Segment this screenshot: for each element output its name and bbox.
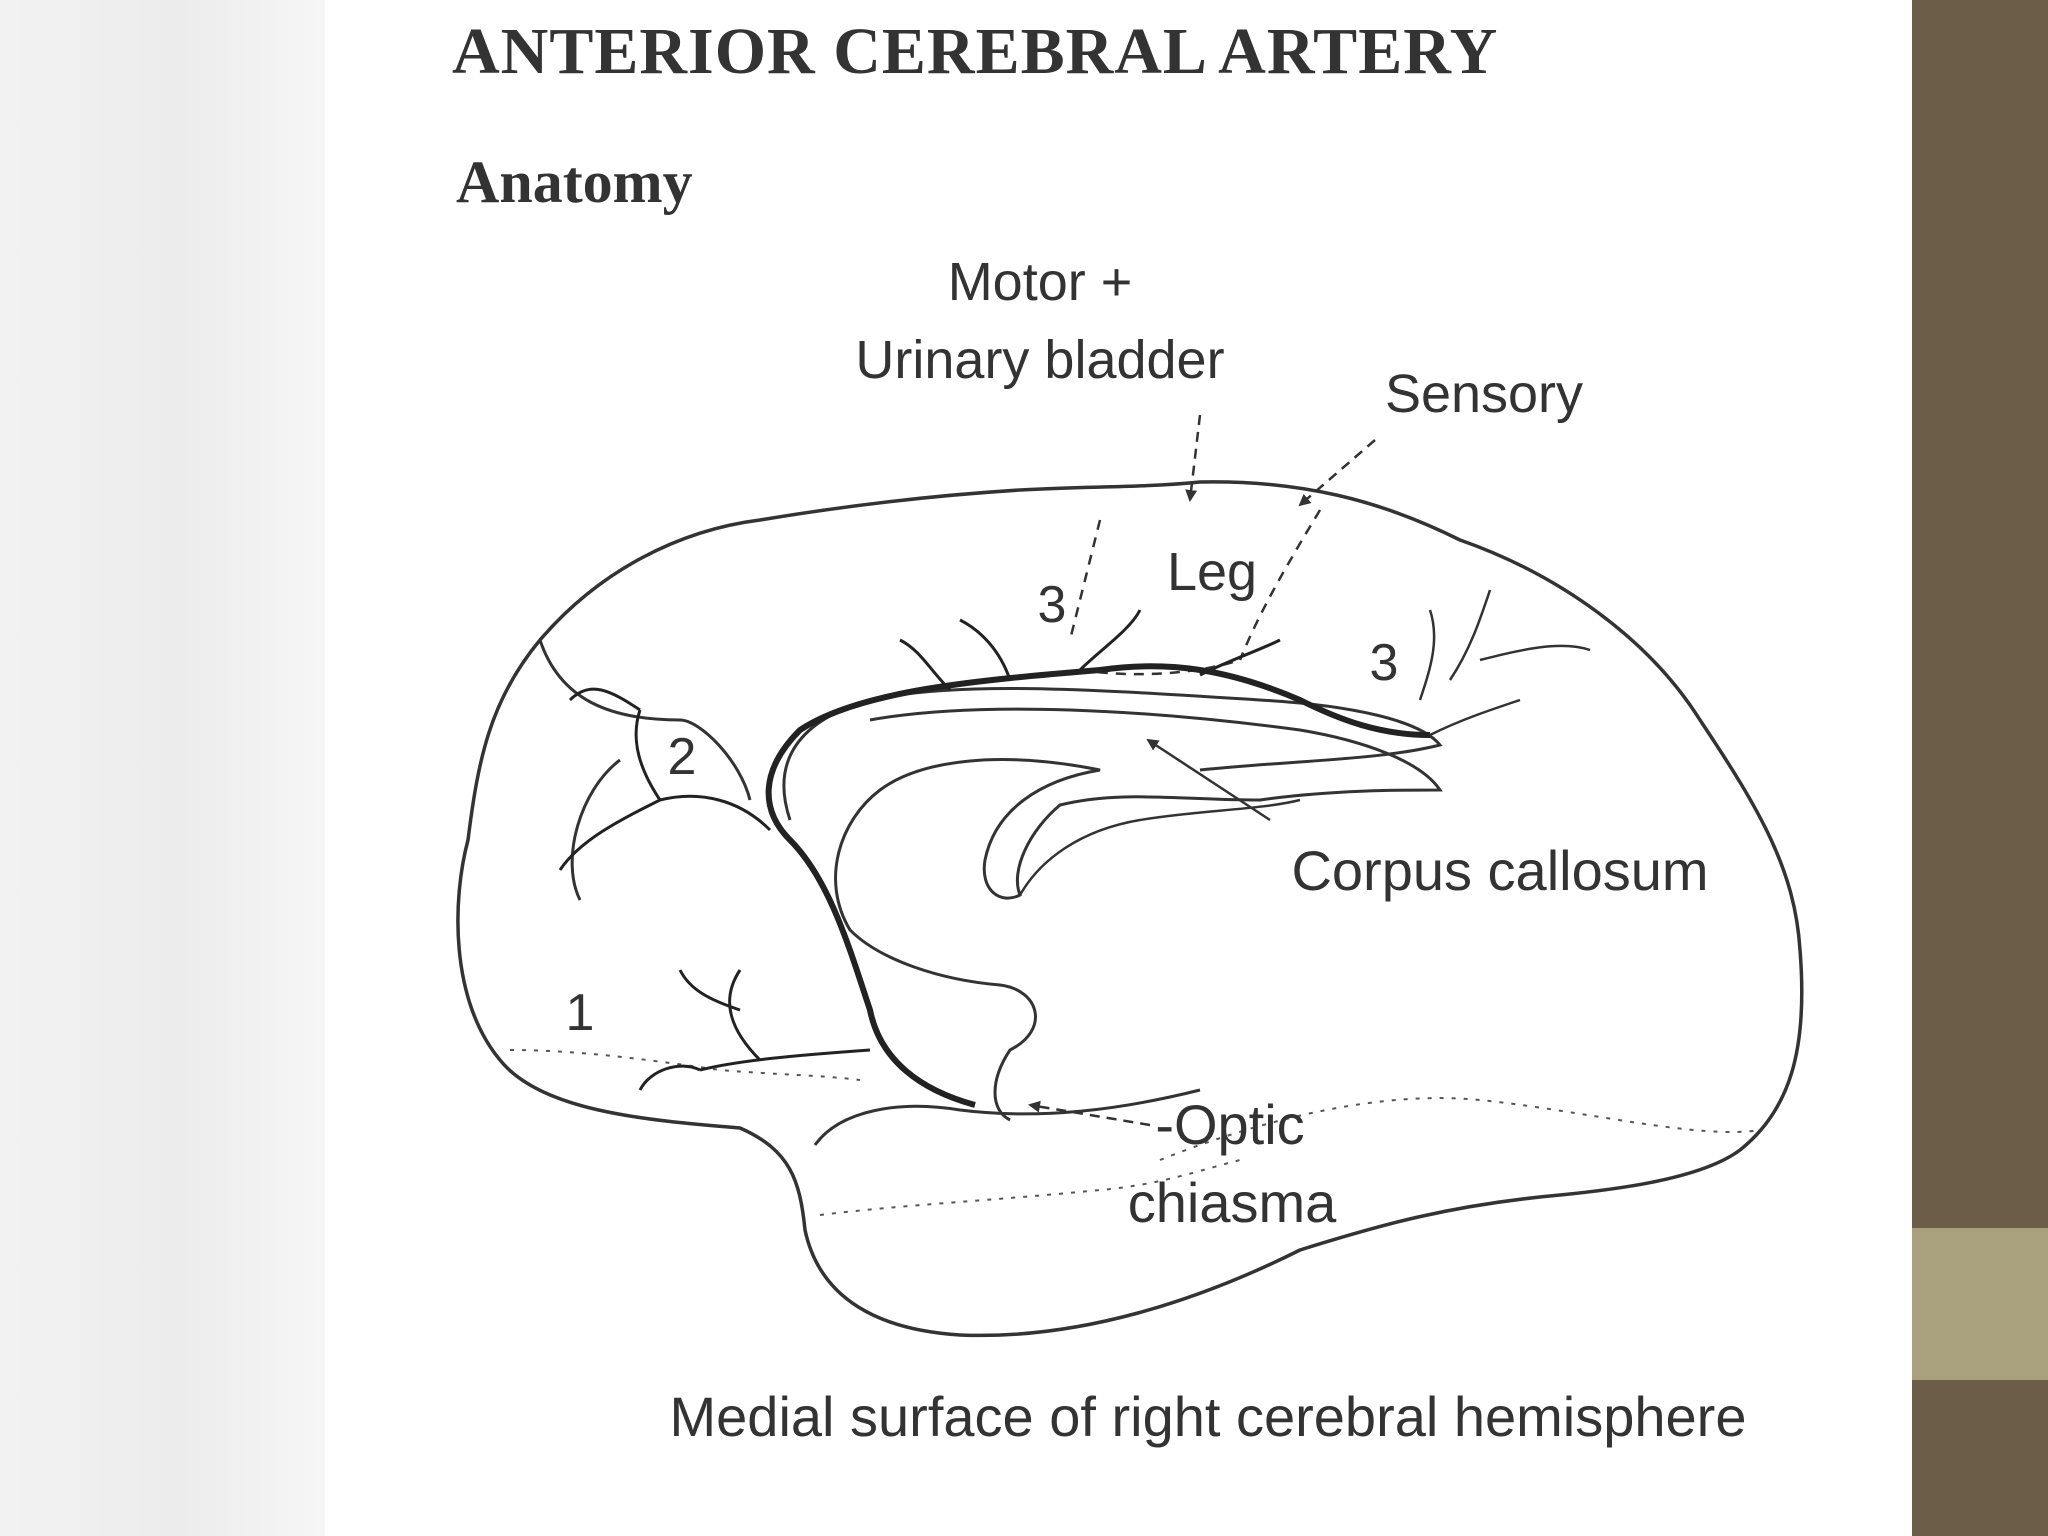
artery-branch-3-callosomarginal [899,609,1281,692]
sensory-label: Sensory [1385,364,1583,424]
slide-subtitle: Anatomy [456,149,693,215]
artery-branch-1-orbitofrontal [638,969,871,1091]
motor-label-line2: Urinary bladder [855,330,1224,390]
optic-chiasma-callout-arrow [1028,1100,1151,1127]
dotted-sulcus-line-1 [1159,1097,1761,1161]
figure-caption: Medial surface of right cerebral hemisph… [670,1385,1747,1448]
motor-label-line1: Motor + [948,252,1133,312]
hemisphere-outline [456,480,1804,1338]
region-1-label: 1 [566,984,595,1042]
region-3-label-posterior: 3 [1370,634,1399,692]
right-accent-block [1912,1228,2048,1380]
slide-title: ANTERIOR CEREBRAL ARTERY [452,15,1499,88]
corpus-callosum-callout-arrow [1146,738,1271,822]
motor-callout-arrow [1185,414,1202,502]
temporal-lobe-outline [813,1088,1201,1146]
cingulate-gyrus [782,686,1443,821]
leg-label: Leg [1167,542,1257,602]
artery-branch-2-frontopolar [558,687,772,871]
corpus-callosum-label: Corpus callosum [1291,839,1708,902]
gyrus-outline-superior [538,639,752,901]
optic-chiasma-label-line1: -Optic [1155,1093,1304,1156]
artery-branch-3-posterior [1418,589,1591,737]
region-3-label-anterior: 3 [1038,576,1067,634]
left-background-panel [0,0,325,1536]
anterior-cerebral-artery [765,663,1431,1108]
corpus-callosum-inner-loop [1018,798,1301,896]
optic-chiasma-label-line2: chiasma [1128,1171,1337,1234]
region-2-label: 2 [668,728,697,786]
corpus-callosum-shape [834,707,1443,1122]
